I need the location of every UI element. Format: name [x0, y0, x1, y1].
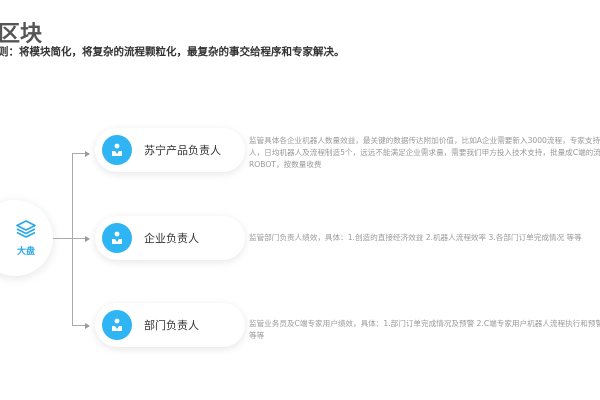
- arrow-right-icon: [85, 235, 90, 242]
- role-label: 企业负责人: [144, 232, 199, 245]
- layers-icon: [16, 219, 36, 242]
- connector-line: [53, 238, 73, 239]
- page-subtitle: 则：将模块简化，将复杂的流程颗粒化，最复杂的事交给程序和专家解决。: [0, 46, 345, 58]
- role-label: 苏宁产品负责人: [144, 144, 221, 157]
- connector-line: [72, 238, 86, 239]
- user-icon: [102, 310, 132, 340]
- arrow-right-icon: [85, 150, 90, 157]
- role-card-product-owner[interactable]: 苏宁产品负责人: [95, 128, 245, 172]
- role-description: 监管具体各企业机器人数量效益，最关键的数据传达附加价值，比如A企业需要新入300…: [249, 136, 600, 169]
- user-icon: [102, 135, 132, 165]
- user-icon: [102, 223, 132, 253]
- connector-line: [72, 325, 86, 326]
- role-description: 监管部门负责人绩效，具体：1.创造的直接经济效益 2.机器人流程效率 3.各部门…: [249, 233, 582, 242]
- connector-line: [72, 153, 86, 154]
- hub-label: 大盘: [16, 246, 35, 257]
- role-card-department-owner[interactable]: 部门负责人: [95, 303, 245, 347]
- role-label: 部门负责人: [144, 319, 199, 332]
- role-card-enterprise-owner[interactable]: 企业负责人: [95, 216, 245, 260]
- page-title: 区块: [0, 22, 43, 47]
- arrow-right-icon: [85, 322, 90, 329]
- role-description: 监管业务员及C端专家用户绩效，具体：1.部门订单完成情况及预警 2.C端专家用户…: [249, 319, 600, 340]
- hub-node[interactable]: 大盘: [0, 200, 53, 276]
- connector-line: [72, 153, 73, 326]
